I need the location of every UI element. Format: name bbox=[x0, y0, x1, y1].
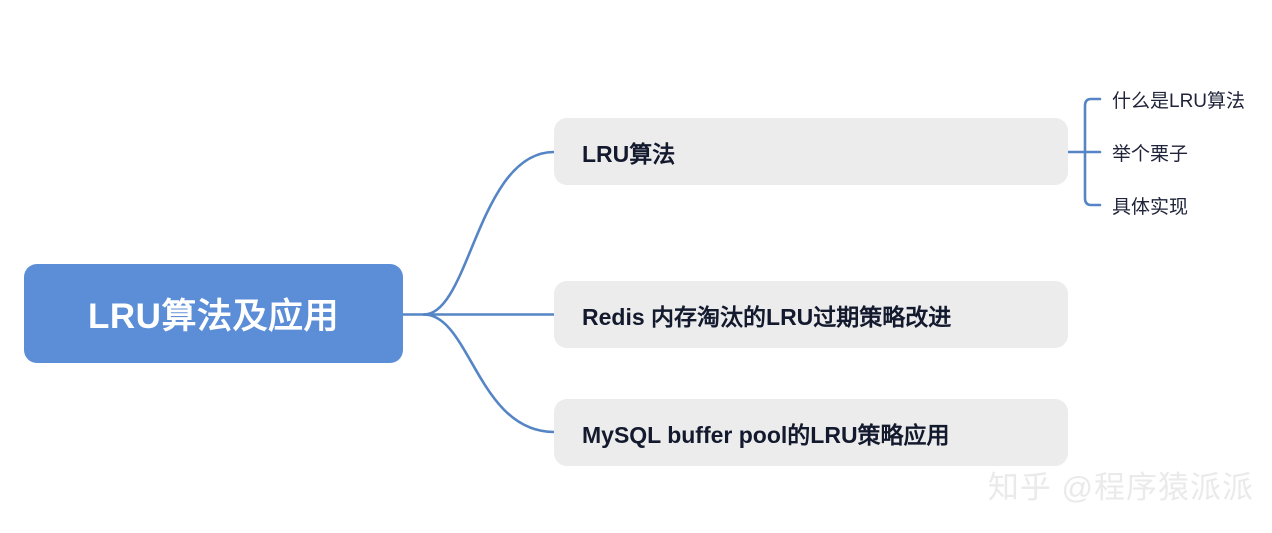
leaf-node-1[interactable]: 什么是LRU算法 bbox=[1112, 85, 1245, 113]
connector-bracket-spine bbox=[1083, 97, 1102, 207]
root-node[interactable]: LRU算法及应用 bbox=[24, 264, 403, 363]
connector-root-to-branch-1 bbox=[422, 150, 556, 316]
connector-root-to-branch-3 bbox=[422, 313, 556, 434]
branch-node-3[interactable]: MySQL buffer pool的LRU策略应用 bbox=[554, 399, 1068, 466]
leaf-node-3[interactable]: 具体实现 bbox=[1112, 191, 1188, 219]
branch-node-1[interactable]: LRU算法 bbox=[554, 118, 1068, 185]
leaf-node-3-label: 具体实现 bbox=[1112, 196, 1189, 218]
leaf-node-2-label: 举个栗子 bbox=[1112, 143, 1189, 165]
watermark: 知乎 @程序猿派派 bbox=[987, 470, 1254, 505]
branch-node-1-label: LRU算法 bbox=[582, 140, 676, 167]
root-node-label: LRU算法及应用 bbox=[88, 297, 339, 336]
branch-node-2[interactable]: Redis 内存淘汰的LRU过期策略改进 bbox=[554, 281, 1068, 348]
branch-node-2-label: Redis 内存淘汰的LRU过期策略改进 bbox=[582, 303, 952, 330]
leaf-node-2[interactable]: 举个栗子 bbox=[1112, 138, 1188, 166]
branch-node-3-label: MySQL buffer pool的LRU策略应用 bbox=[582, 421, 950, 448]
leaf-node-1-label: 什么是LRU算法 bbox=[1112, 90, 1246, 112]
